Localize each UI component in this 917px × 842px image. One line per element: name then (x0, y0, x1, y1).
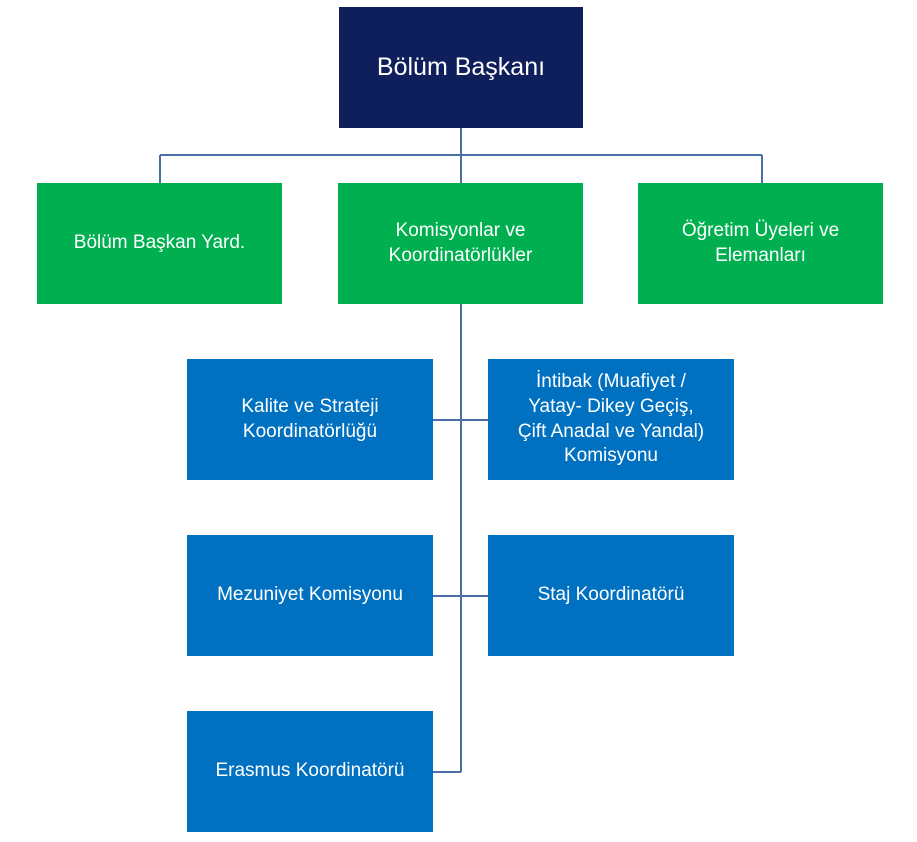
node-deputy-head-label: Bölüm Başkan Yard. (73, 232, 246, 254)
node-graduation-committee-label: Mezuniyet Komisyonu (217, 584, 403, 606)
node-internship-coordinator-label: Staj Koordinatörü (537, 584, 685, 606)
node-department-head-label: Bölüm Başkanı (376, 53, 546, 82)
node-committees: Komisyonlar ve Koordinatörlükler (338, 183, 583, 304)
node-quality-coordinator: Kalite ve Strateji Koordinatörlüğü (187, 359, 433, 480)
node-faculty-members: Öğretim Üyeleri ve Elemanları (638, 183, 883, 304)
node-intibak-committee: İntibak (Muafiyet / Yatay- Dikey Geçiş, … (488, 359, 734, 480)
node-faculty-members-label: Öğretim Üyeleri ve Elemanları (681, 219, 840, 266)
node-department-head: Bölüm Başkanı (339, 7, 583, 128)
node-graduation-committee: Mezuniyet Komisyonu (187, 535, 433, 656)
node-erasmus-coordinator-label: Erasmus Koordinatörü (215, 760, 405, 782)
node-deputy-head: Bölüm Başkan Yard. (37, 183, 282, 304)
node-quality-coordinator-label: Kalite ve Strateji Koordinatörlüğü (241, 395, 379, 442)
node-committees-label: Komisyonlar ve Koordinatörlükler (388, 219, 533, 266)
node-internship-coordinator: Staj Koordinatörü (488, 535, 734, 656)
node-erasmus-coordinator: Erasmus Koordinatörü (187, 711, 433, 832)
node-intibak-committee-label: İntibak (Muafiyet / Yatay- Dikey Geçiş, … (517, 371, 705, 467)
